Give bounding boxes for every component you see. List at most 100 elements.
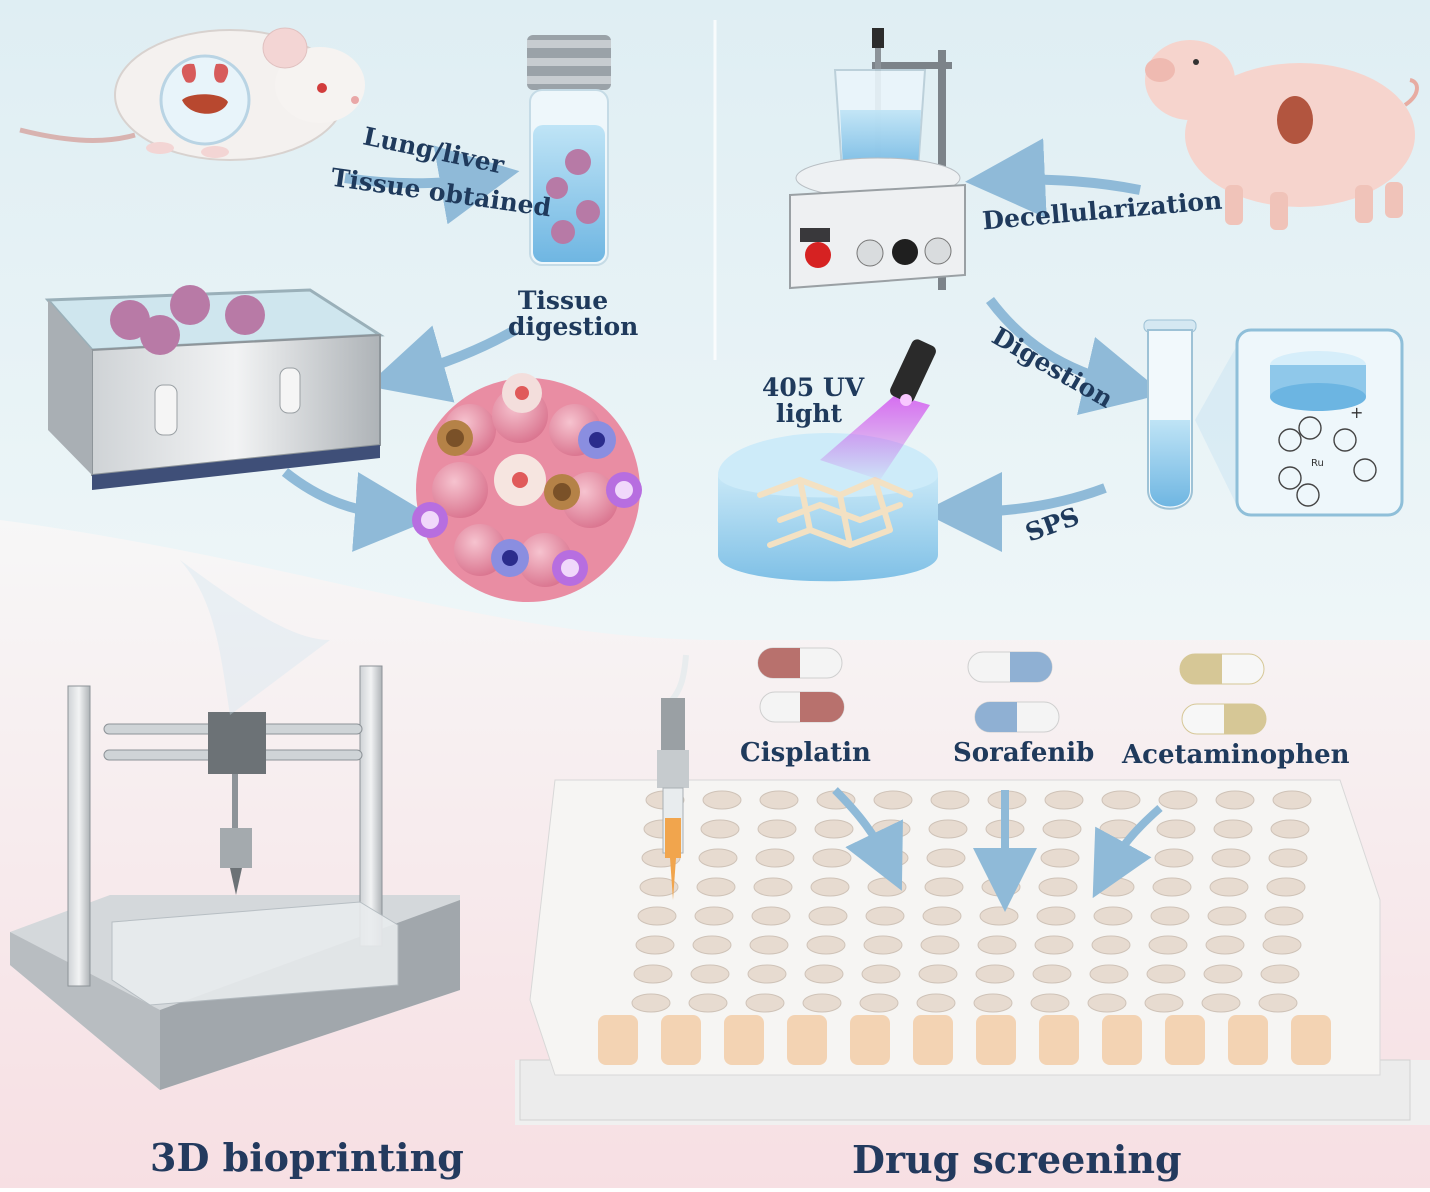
- well: [1213, 819, 1253, 839]
- well: [755, 848, 795, 868]
- well-content: [913, 1015, 953, 1065]
- well: [973, 993, 1013, 1013]
- well: [804, 964, 844, 984]
- well: [916, 993, 956, 1013]
- ruthenium-complex-icon: + Ru: [1235, 328, 1404, 517]
- well: [757, 819, 797, 839]
- well-content: [1228, 1015, 1268, 1065]
- well: [1030, 993, 1070, 1013]
- well: [1040, 848, 1080, 868]
- well: [1158, 790, 1198, 810]
- well-content: [787, 1015, 827, 1065]
- well: [633, 964, 673, 984]
- well: [924, 877, 964, 897]
- well: [920, 935, 960, 955]
- well: [1270, 819, 1310, 839]
- well: [975, 964, 1015, 984]
- arrow-acetaminophen: [1092, 804, 1163, 899]
- well: [802, 993, 842, 1013]
- well: [1154, 848, 1194, 868]
- well: [1148, 935, 1188, 955]
- well: [753, 877, 793, 897]
- well: [1203, 964, 1243, 984]
- svg-text:Ru: Ru: [1311, 458, 1324, 469]
- bioprinter-icon: [10, 665, 460, 1090]
- well: [759, 790, 799, 810]
- label-tissue-digestion: Tissue digestion: [508, 287, 638, 341]
- well: [981, 877, 1021, 897]
- well: [806, 935, 846, 955]
- well: [863, 935, 903, 955]
- vial-icon: [527, 35, 611, 266]
- well: [631, 993, 671, 1013]
- well-content: [724, 1015, 764, 1065]
- well: [930, 790, 970, 810]
- well: [1036, 906, 1076, 926]
- organoid-icon: [412, 373, 642, 602]
- well: [690, 964, 730, 984]
- well: [1266, 877, 1306, 897]
- well: [1101, 790, 1141, 810]
- well: [1044, 790, 1084, 810]
- well: [1034, 935, 1074, 955]
- well: [692, 935, 732, 955]
- label-uv-light-line1: 405 UV: [762, 373, 865, 402]
- arrow-tissue-obtained: [344, 145, 520, 225]
- well: [1264, 906, 1304, 926]
- well: [867, 877, 907, 897]
- well: [1087, 993, 1127, 1013]
- well: [698, 848, 738, 868]
- well: [1038, 877, 1078, 897]
- arrow-to-organoid: [281, 468, 435, 552]
- well: [865, 906, 905, 926]
- arrow-digestion: [986, 296, 1164, 415]
- zoom-callout: [1195, 340, 1240, 512]
- well: [1146, 964, 1186, 984]
- label-3d-bioprinting: 3D bioprinting: [150, 1135, 464, 1180]
- arrow-sps: [922, 471, 1107, 552]
- well: [702, 790, 742, 810]
- well: [1156, 819, 1196, 839]
- well: [1207, 906, 1247, 926]
- well: [751, 906, 791, 926]
- well-content: [598, 1015, 638, 1065]
- label-uv-light: 405 UV light: [762, 373, 865, 429]
- well: [859, 993, 899, 1013]
- well: [1262, 935, 1302, 955]
- well: [1093, 906, 1133, 926]
- svg-text:+: +: [1350, 403, 1363, 422]
- well-plate-icon: [515, 779, 1430, 1125]
- mouse-icon: [19, 27, 365, 161]
- label-acetaminophen: Acetaminophen: [1122, 740, 1350, 770]
- well-content: [661, 1015, 701, 1065]
- well: [1209, 877, 1249, 897]
- well: [1268, 848, 1308, 868]
- well: [1211, 848, 1251, 868]
- label-drug-screening: Drug screening: [852, 1137, 1182, 1182]
- well: [808, 906, 848, 926]
- well: [700, 819, 740, 839]
- well: [749, 935, 789, 955]
- well: [1215, 790, 1255, 810]
- label-uv-light-line2: light: [775, 399, 843, 429]
- well: [637, 906, 677, 926]
- well: [745, 993, 785, 1013]
- well: [861, 964, 901, 984]
- pig-icon: [1145, 40, 1419, 230]
- well: [1089, 964, 1129, 984]
- well: [1150, 906, 1190, 926]
- well: [1152, 877, 1192, 897]
- well: [812, 848, 852, 868]
- well: [696, 877, 736, 897]
- well-content: [1039, 1015, 1079, 1065]
- test-tube-icon: [1143, 319, 1197, 510]
- well: [688, 993, 728, 1013]
- well: [1042, 819, 1082, 839]
- well: [979, 906, 1019, 926]
- well: [1260, 964, 1300, 984]
- nozzle-icon: [657, 654, 689, 900]
- well: [1032, 964, 1072, 984]
- label-sorafenib: Sorafenib: [953, 738, 1095, 768]
- well: [922, 906, 962, 926]
